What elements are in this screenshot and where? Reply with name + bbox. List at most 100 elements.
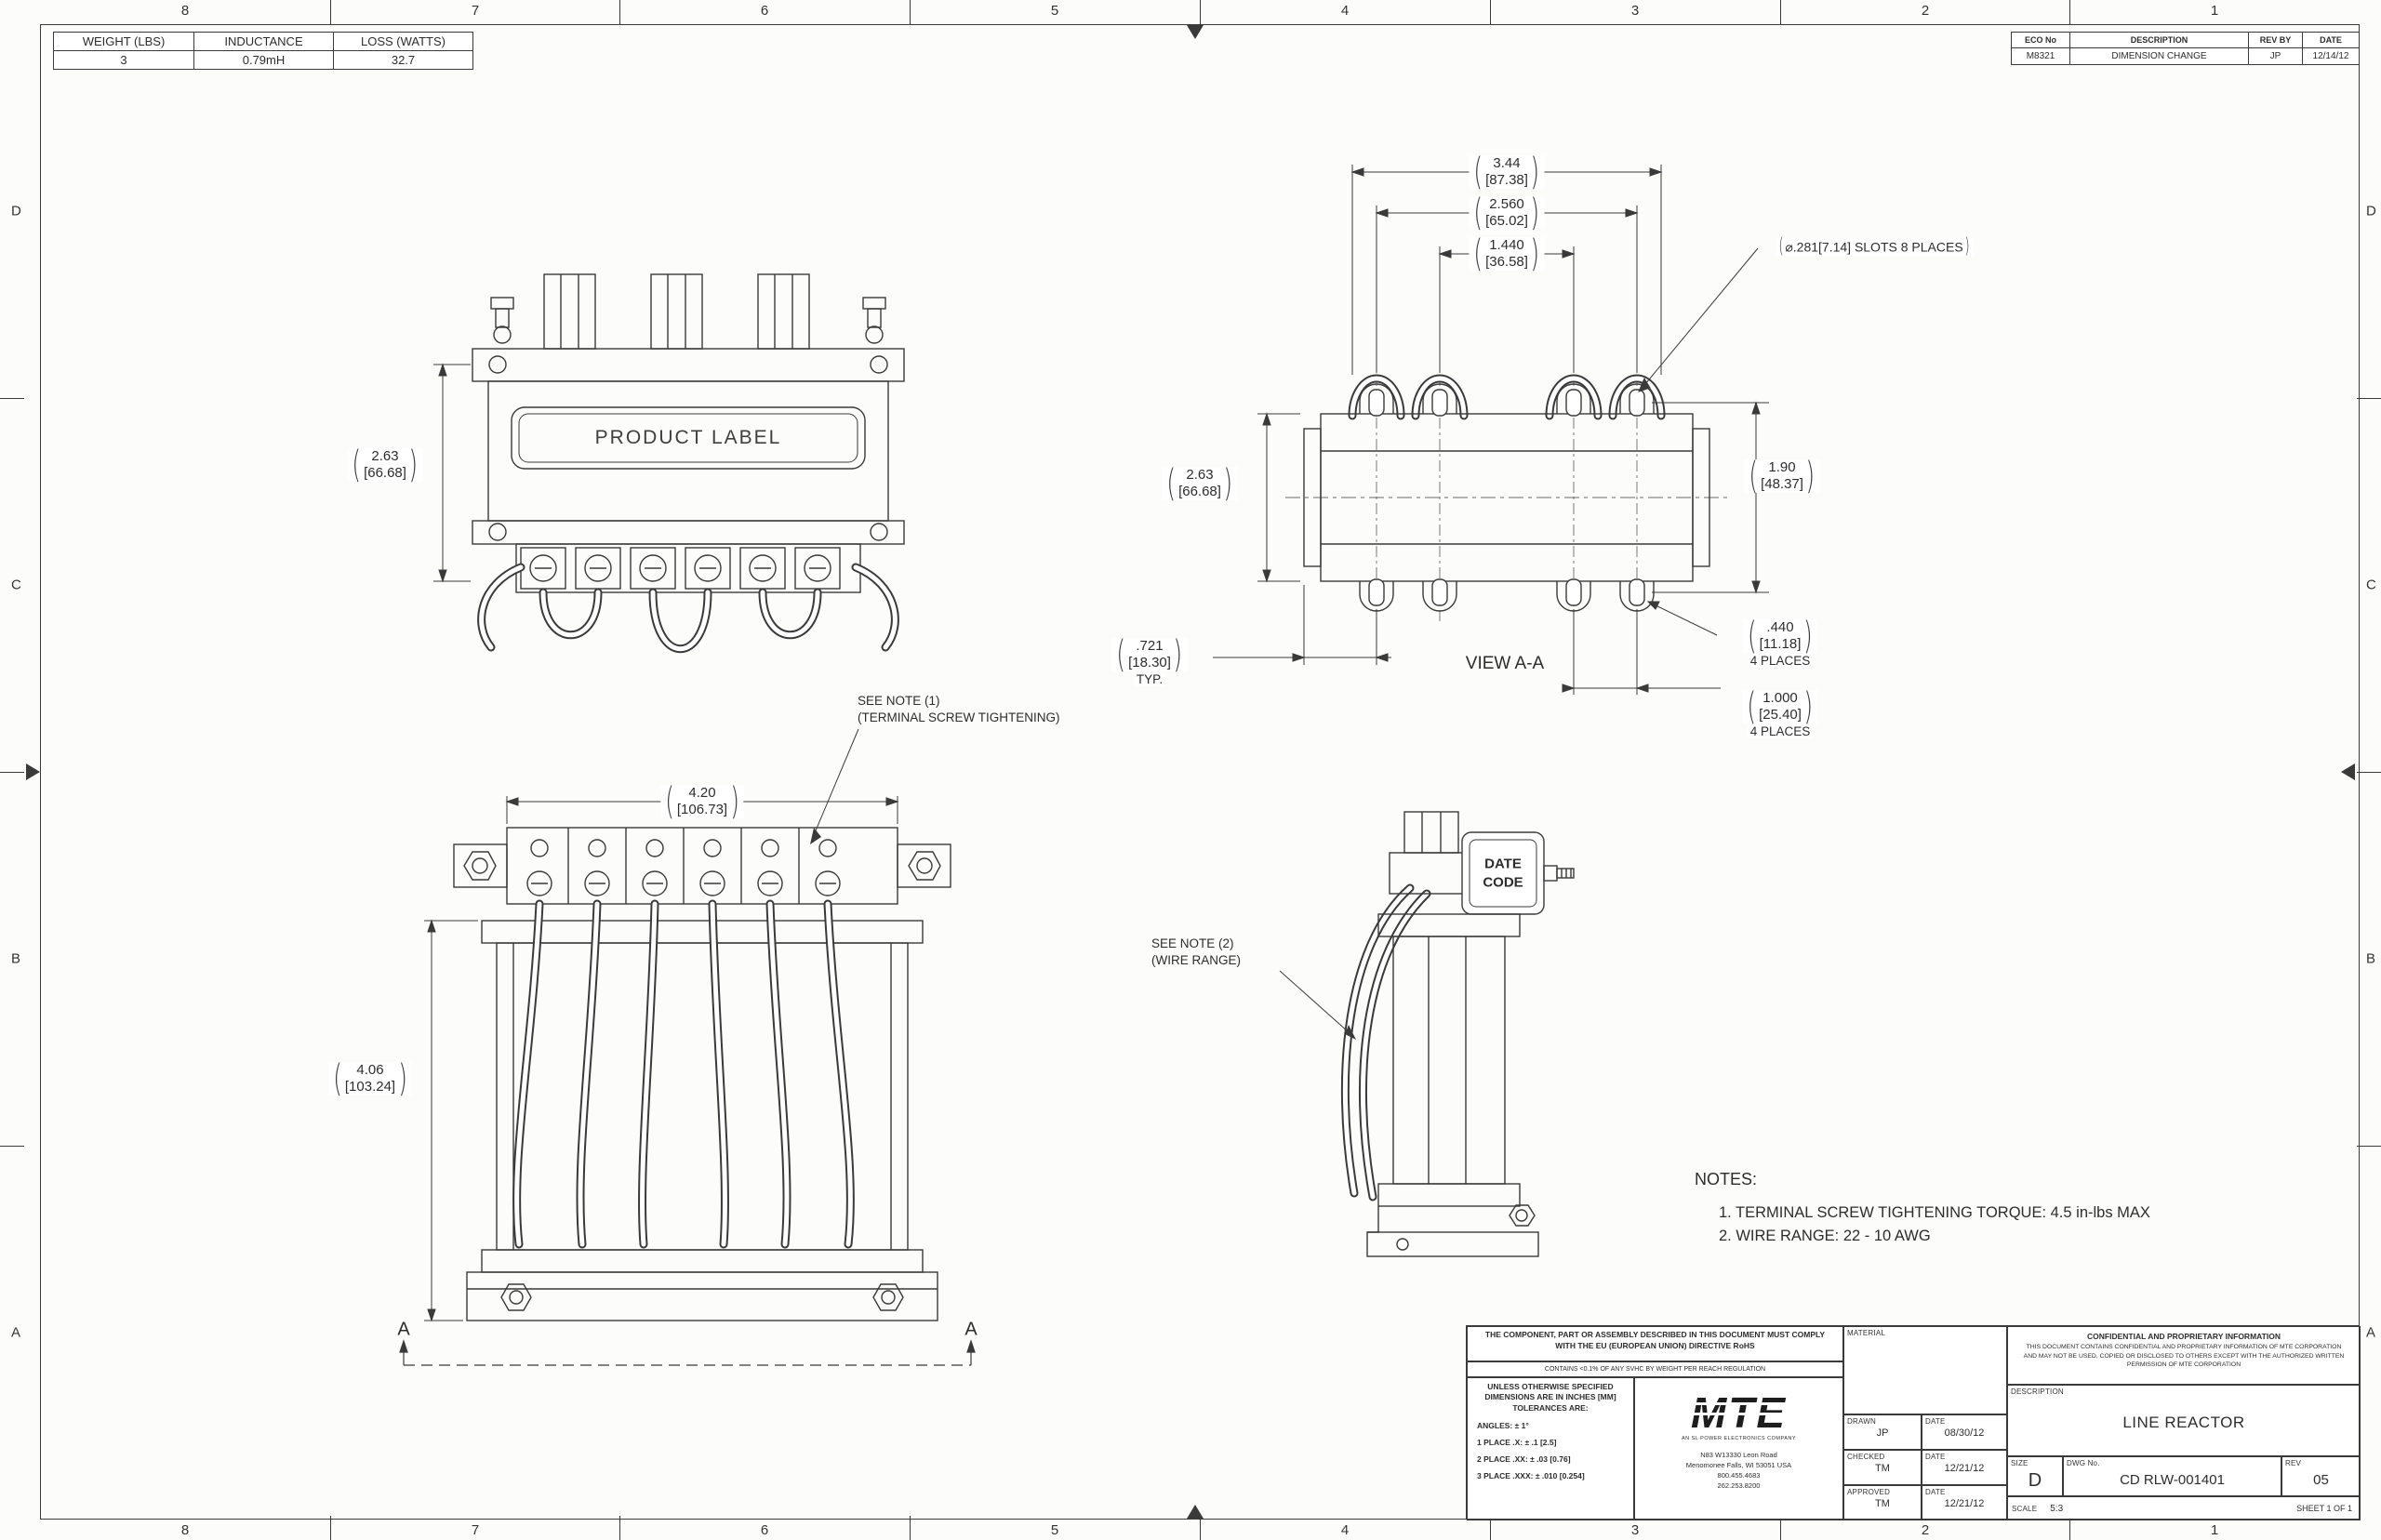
dwg-no-label: DWG No. bbox=[2067, 1459, 2100, 1467]
confidential-cell: CONFIDENTIAL AND PROPRIETARY INFORMATION… bbox=[2007, 1326, 2361, 1385]
dim-overall-width: ( 3.44[87.38] ) bbox=[1469, 151, 1545, 193]
eco-header-no: ECO No bbox=[2024, 35, 2056, 45]
spec-header-weight: WEIGHT (LBS) bbox=[82, 34, 166, 48]
dim-slot-vertical-spacing: ( 1.90[48.37] ) bbox=[1744, 455, 1820, 498]
tolerance-3place: 3 PLACE .XXX: ± .010 [0.254] bbox=[1477, 1471, 1585, 1481]
bottom-view-dim-lines bbox=[424, 796, 899, 1322]
zone-row-right: A bbox=[2366, 1324, 2376, 1341]
approved-date-cell: DATE 12/21/12 bbox=[1922, 1485, 2007, 1520]
zone-row-left: C bbox=[11, 577, 21, 593]
zone-col-top: 8 bbox=[180, 3, 190, 19]
zone-row-left: D bbox=[11, 203, 21, 219]
zone-tick bbox=[2357, 772, 2381, 774]
eco-value-date: 12/14/12 bbox=[2302, 48, 2359, 64]
note1-line2: (TERMINAL SCREW TIGHTENING) bbox=[858, 710, 1060, 725]
date-label: DATE bbox=[1925, 1453, 1946, 1461]
checked-date-cell: DATE 12/21/12 bbox=[1922, 1450, 2007, 1485]
checked-value: TM bbox=[1875, 1463, 1890, 1474]
zone-tick bbox=[2069, 1516, 2071, 1540]
zone-col-top: 3 bbox=[1630, 3, 1640, 19]
rev-label: REV bbox=[2285, 1459, 2302, 1467]
zone-tick bbox=[910, 0, 911, 24]
paren-icon: ( bbox=[1749, 455, 1759, 498]
spec-table: WEIGHT (LBS) INDUCTANCE LOSS (WATTS) 3 0… bbox=[53, 32, 473, 70]
side-view-body bbox=[1366, 811, 1575, 1257]
spec-value-loss: 32.7 bbox=[333, 51, 472, 69]
eco-value-description: DIMENSION CHANGE bbox=[2069, 48, 2248, 64]
note-item: 2. WIRE RANGE: 22 - 10 AWG bbox=[1719, 1228, 1931, 1244]
paren-icon: ( bbox=[665, 780, 674, 823]
paren-icon: ( bbox=[1473, 151, 1483, 193]
paren-icon: ) bbox=[1805, 455, 1816, 498]
description-cell: DESCRIPTION LINE REACTOR bbox=[2007, 1385, 2361, 1456]
zone-tick bbox=[0, 1146, 24, 1148]
date-label: DATE bbox=[1925, 1488, 1946, 1496]
zone-col-bottom: 6 bbox=[760, 1522, 769, 1538]
paren-icon: ( bbox=[1747, 685, 1757, 728]
size-label: SIZE bbox=[2011, 1459, 2029, 1467]
dim-mm: [36.58] bbox=[1485, 254, 1528, 270]
zone-tick bbox=[1200, 1516, 1202, 1540]
zone-col-bottom: 3 bbox=[1630, 1522, 1640, 1538]
address-line: N83 W13330 Leon Road bbox=[1700, 1451, 1777, 1459]
zone-tick bbox=[1490, 0, 1492, 24]
section-label-right: A bbox=[964, 1319, 978, 1340]
dim-inches: .721 bbox=[1136, 638, 1164, 654]
eco-header-revby: REV BY bbox=[2248, 33, 2302, 47]
view-aa-caption: VIEW A-A bbox=[1465, 654, 1545, 673]
zone-col-top: 1 bbox=[2210, 3, 2219, 19]
company-block: MTE AN SL POWER ELECTRONICS COMPANY N83 … bbox=[1634, 1377, 1843, 1520]
paren-icon: ) bbox=[398, 1057, 407, 1100]
note2-callout: SEE NOTE (2) (WIRE RANGE) bbox=[1151, 936, 1241, 969]
dim-inches: 4.20 bbox=[688, 785, 716, 801]
center-mark-bottom bbox=[1187, 1505, 1204, 1519]
drawn-date-cell: DATE 08/30/12 bbox=[1922, 1414, 2007, 1450]
zone-col-top: 4 bbox=[1340, 3, 1350, 19]
spec-value-inductance: 0.79mH bbox=[193, 51, 333, 69]
dim-inches: 2.560 bbox=[1489, 196, 1524, 212]
title-block: THE COMPONENT, PART OR ASSEMBLY DESCRIBE… bbox=[1466, 1325, 2361, 1520]
note2-line1: SEE NOTE (2) bbox=[1151, 936, 1234, 950]
paren-icon: ) bbox=[1530, 192, 1540, 234]
date-code-label: DATE CODE bbox=[1483, 856, 1523, 892]
paren-icon: ) bbox=[730, 780, 739, 823]
spec-header-inductance: INDUCTANCE bbox=[193, 33, 333, 50]
approved-date: 12/21/12 bbox=[1944, 1498, 1985, 1509]
note-item: 1. TERMINAL SCREW TIGHTENING TORQUE: 4.5… bbox=[1719, 1204, 2150, 1221]
notes-title: NOTES: bbox=[1695, 1170, 1758, 1188]
section-cut-line bbox=[399, 1339, 976, 1366]
zone-col-bottom: 1 bbox=[2210, 1522, 2219, 1538]
zone-col-bottom: 8 bbox=[180, 1522, 190, 1538]
dim-inches: 2.63 bbox=[371, 448, 399, 464]
zone-tick bbox=[619, 0, 621, 24]
logo-stripe bbox=[1686, 1402, 1791, 1405]
paren-icon: ) bbox=[408, 444, 419, 486]
paren-icon: ( bbox=[1778, 234, 1784, 259]
zone-tick bbox=[2357, 398, 2381, 400]
checked-cell: CHECKED TM bbox=[1843, 1450, 1922, 1485]
checked-date: 12/21/12 bbox=[1944, 1463, 1985, 1474]
logo-stripe bbox=[1686, 1413, 1791, 1415]
zone-tick bbox=[330, 1516, 332, 1540]
date-code-line2: CODE bbox=[1483, 874, 1523, 890]
zone-col-bottom: 5 bbox=[1050, 1522, 1059, 1538]
address-line: 800.455.4683 bbox=[1717, 1470, 1761, 1480]
dim-mm: [18.30] bbox=[1128, 655, 1171, 670]
center-mark-right bbox=[2341, 763, 2355, 780]
paren-icon: ( bbox=[1747, 615, 1757, 657]
paren-icon: ( bbox=[1473, 192, 1483, 234]
center-mark-top bbox=[1187, 25, 1204, 39]
front-view-dim-lines bbox=[433, 363, 471, 583]
material-cell: MATERIAL bbox=[1843, 1326, 2007, 1414]
scale-sheet-cell: SCALE 5:3 SHEET 1 OF 1 bbox=[2007, 1496, 2361, 1520]
eco-value-row: M8321 DIMENSION CHANGE JP 12/14/12 bbox=[2012, 48, 2359, 64]
dim-mm: [87.38] bbox=[1485, 172, 1528, 188]
zone-tick bbox=[330, 0, 332, 24]
spec-table-value-row: 3 0.79mH 32.7 bbox=[54, 51, 472, 69]
note1-leader-line bbox=[810, 728, 859, 844]
tolerance-header: UNLESS OTHERWISE SPECIFIED DIMENSIONS AR… bbox=[1484, 1382, 1616, 1413]
zone-row-left: A bbox=[11, 1324, 21, 1341]
section-label-left: A bbox=[397, 1319, 410, 1340]
dim-inches: 3.44 bbox=[1493, 155, 1521, 171]
eco-value-revby: JP bbox=[2248, 48, 2302, 64]
